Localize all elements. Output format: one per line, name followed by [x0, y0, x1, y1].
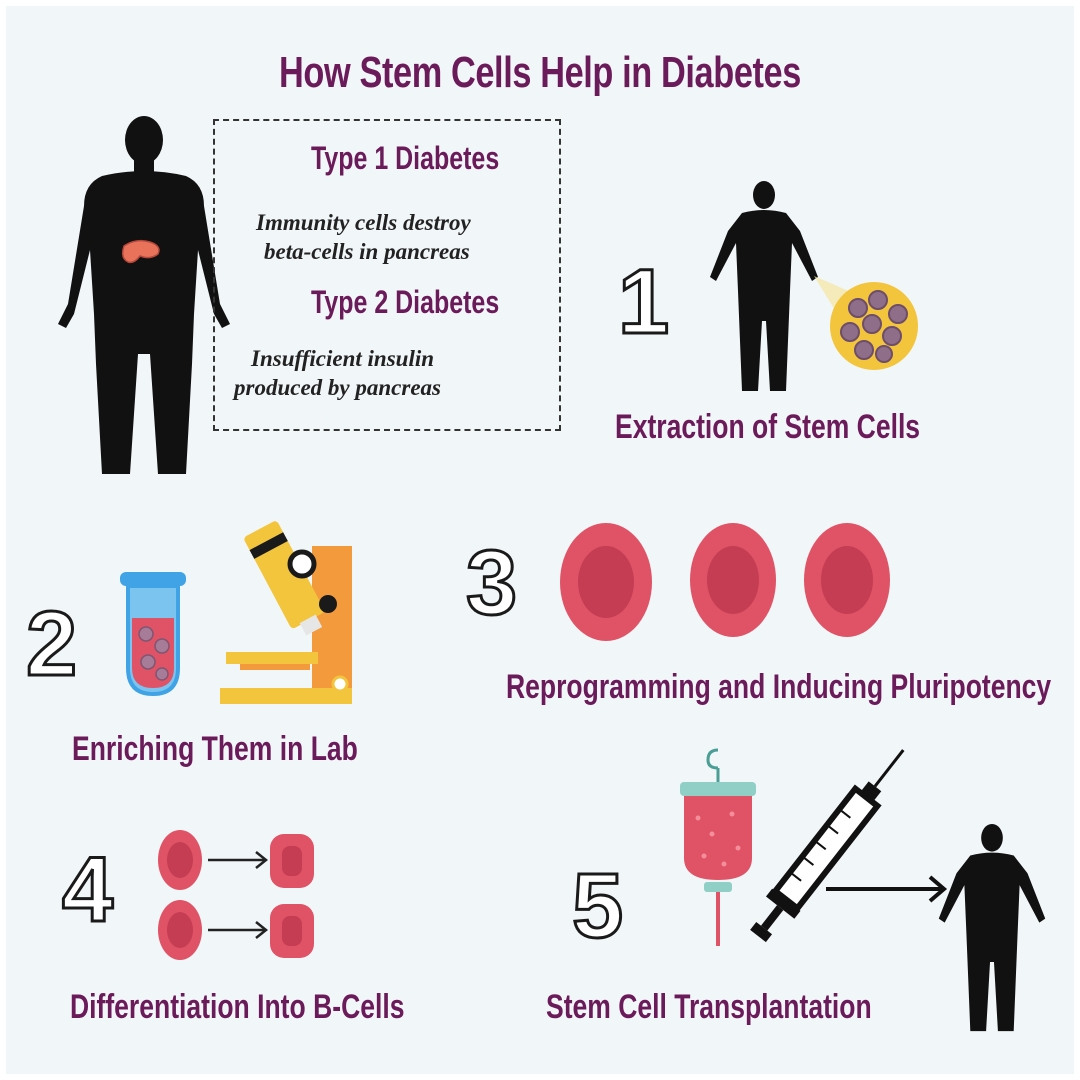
red-cell-icon — [804, 523, 890, 637]
iv-bag-icon — [680, 748, 756, 946]
step-3-number: 3 — [464, 532, 518, 634]
type2-description-line1: Insufficient insulin — [251, 346, 435, 371]
step-4-label: Differentiation Into B-Cells — [70, 988, 405, 1026]
step-4-number: 4 — [60, 839, 114, 941]
red-cell-icon — [158, 830, 202, 890]
differentiation-icon — [158, 830, 314, 960]
type1-title: Type 1 Diabetes — [311, 140, 500, 176]
type1-description-line1: Immunity cells destroy — [256, 210, 471, 235]
type1-description-line2: beta-cells in pancreas — [264, 239, 470, 264]
arrow-right-icon — [826, 875, 948, 903]
step-1-label: Extraction of Stem Cells — [615, 408, 921, 446]
microscope-icon — [220, 521, 352, 704]
step-3-label: Reprogramming and Inducing Pluripotency — [506, 668, 1052, 706]
test-tube-icon — [120, 572, 186, 697]
pancreas-icon — [121, 239, 160, 264]
diabetes-types-box — [213, 119, 561, 431]
step-1-number: 1 — [616, 251, 670, 353]
page-title: How Stem Cells Help in Diabetes — [279, 48, 801, 97]
stem-cells-magnified-icon — [814, 276, 918, 370]
step-2-number: 2 — [24, 593, 78, 695]
b-cell-icon — [270, 834, 314, 888]
human-silhouette-icon — [938, 824, 1046, 1032]
arrow-right-icon — [208, 851, 269, 939]
red-cell-icon — [560, 523, 652, 641]
human-silhouette-icon — [710, 181, 818, 391]
step-2-label: Enriching Them in Lab — [72, 730, 358, 768]
syringe-icon — [750, 749, 905, 943]
type2-description-line2: produced by pancreas — [234, 375, 441, 400]
red-cell-icon — [690, 523, 776, 637]
type2-title: Type 2 Diabetes — [311, 284, 500, 320]
red-cell-icon — [158, 900, 202, 960]
step-5-label: Stem Cell Transplantation — [546, 988, 872, 1026]
human-silhouette-icon — [58, 116, 230, 474]
b-cell-icon — [270, 904, 314, 958]
step-5-number: 5 — [570, 855, 624, 957]
infographic: How Stem Cells Help in Diabetes Type 1 D… — [6, 6, 1074, 1074]
